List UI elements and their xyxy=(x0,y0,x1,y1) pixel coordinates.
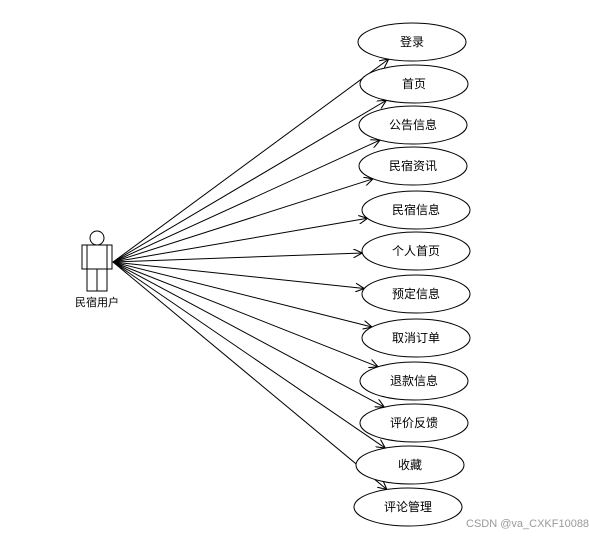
use-case-ellipses: 登录首页公告信息民宿资讯民宿信息个人首页预定信息取消订单退款信息评价反馈收藏评论… xyxy=(353,22,471,527)
use-case-ellipse xyxy=(359,403,469,443)
use-case-label: 公告信息 xyxy=(389,117,437,132)
association-arrow xyxy=(112,261,385,448)
use-case-label: 评价反馈 xyxy=(390,416,438,430)
association-arrow xyxy=(112,261,372,327)
use-case: 首页 xyxy=(359,64,469,104)
use-case-ellipse xyxy=(355,445,465,485)
use-case: 登录 xyxy=(357,22,467,62)
actor-right-leg xyxy=(96,268,108,292)
use-case: 公告信息 xyxy=(358,105,468,145)
use-case-label: 评论管理 xyxy=(384,499,432,514)
actor-label: 民宿用户 xyxy=(75,295,119,309)
association-arrow xyxy=(112,261,387,490)
actor-left-leg xyxy=(86,268,98,292)
association-arrow xyxy=(112,218,368,263)
use-case: 预定信息 xyxy=(361,274,471,314)
use-case: 个人首页 xyxy=(361,231,471,271)
watermark: CSDN @va_CXKF10088 xyxy=(466,518,589,530)
use-case-ellipse xyxy=(361,231,471,271)
use-case-ellipse xyxy=(358,146,468,186)
association-arrow xyxy=(112,100,386,263)
use-case-ellipse xyxy=(357,22,467,62)
use-case: 民宿资讯 xyxy=(358,146,468,186)
use-case-label: 收藏 xyxy=(398,458,422,472)
association-arrow xyxy=(112,179,373,263)
use-case-ellipse xyxy=(358,105,468,145)
use-case-label: 民宿资讯 xyxy=(389,158,437,173)
use-case: 收藏 xyxy=(355,445,465,485)
association-arrow xyxy=(112,253,362,263)
use-case: 取消订单 xyxy=(361,318,471,358)
use-case: 评论管理 xyxy=(353,487,463,527)
use-case-label: 取消订单 xyxy=(392,331,440,345)
use-case-label: 预定信息 xyxy=(392,286,440,301)
use-case-ellipse xyxy=(361,190,471,230)
use-case: 民宿信息 xyxy=(361,190,471,230)
use-case-ellipse xyxy=(361,318,471,358)
use-case-ellipse xyxy=(359,361,469,401)
actor-body xyxy=(86,244,108,270)
association-arrow xyxy=(112,59,389,263)
association-arrow xyxy=(112,140,380,263)
actor-head xyxy=(89,230,105,246)
use-case-ellipse xyxy=(361,274,471,314)
use-case: 退款信息 xyxy=(359,361,469,401)
actor-left-arm xyxy=(81,244,88,270)
use-case-label: 民宿信息 xyxy=(392,202,440,217)
actor-right-arm xyxy=(106,244,113,270)
association-arrows xyxy=(112,59,389,490)
association-arrow xyxy=(112,261,378,367)
actor-figure xyxy=(81,230,113,292)
use-case-ellipse xyxy=(359,64,469,104)
use-case-label: 首页 xyxy=(402,77,426,91)
association-arrow xyxy=(112,261,364,289)
association-arrow xyxy=(112,261,384,407)
use-case-label: 个人首页 xyxy=(392,244,440,258)
use-case-label: 登录 xyxy=(400,34,424,49)
use-case-ellipse xyxy=(353,487,463,527)
use-case: 评价反馈 xyxy=(359,403,469,443)
use-case-label: 退款信息 xyxy=(390,373,438,388)
